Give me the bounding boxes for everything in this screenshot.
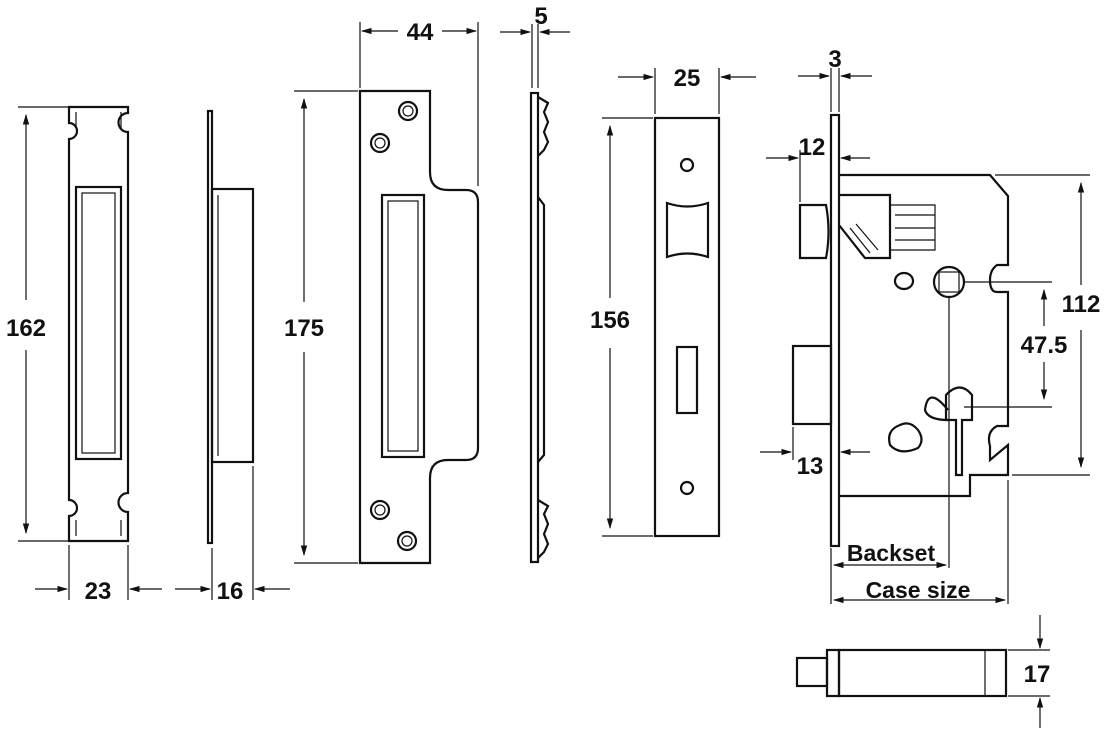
case-height-dimension: 112 <box>995 174 1101 476</box>
strike-width-label: 44 <box>407 19 434 46</box>
faceplate-width-label: 25 <box>674 65 701 92</box>
case-size-label: Case size <box>866 577 971 603</box>
faceplate-width-dimension: 25 <box>618 65 756 114</box>
keep-width-dimension: 23 <box>35 545 162 605</box>
centres-dimension: 47.5 <box>964 281 1068 408</box>
bolt-diameter-dimension: 17 <box>1008 615 1050 728</box>
screw-hole-icon <box>369 100 419 552</box>
bolt-projection-label: 13 <box>797 453 824 480</box>
strike-plate-side-view <box>529 91 550 564</box>
strike-height-label: 175 <box>284 315 324 342</box>
lock-body-side-view <box>791 113 1010 548</box>
bolt-projection-dimension: 13 <box>760 427 870 480</box>
forend-thickness-label: 3 <box>828 46 841 73</box>
bolt-diameter-label: 17 <box>1024 661 1051 688</box>
case-height-label: 112 <box>1062 291 1101 318</box>
backset-dimension: Backset <box>830 297 950 604</box>
strike-side-dimension: 5 <box>500 3 570 88</box>
forend-thickness-dimension: 3 <box>798 46 872 112</box>
keep-width-label: 23 <box>85 578 112 605</box>
keep-depth-dimension: 16 <box>175 466 290 605</box>
box-keep-front-view <box>67 105 130 543</box>
latch-projection-label: 12 <box>799 134 826 161</box>
strike-width-dimension: 44 <box>359 19 479 186</box>
keep-height-dimension: 162 <box>6 106 68 542</box>
strike-height-dimension: 175 <box>284 90 358 564</box>
strike-plate-front-view <box>358 89 480 565</box>
faceplate-height-label: 156 <box>590 307 630 334</box>
latch-projection-dimension: 12 <box>766 134 870 202</box>
centres-label: 47.5 <box>1021 332 1068 359</box>
box-keep-side-view <box>206 109 255 545</box>
keep-height-label: 162 <box>6 315 46 342</box>
keep-depth-label: 16 <box>217 578 244 605</box>
faceplate-front-view <box>653 116 721 538</box>
faceplate-height-dimension: 156 <box>590 117 653 537</box>
backset-label: Backset <box>847 540 936 566</box>
bolt-side-view <box>795 648 1008 698</box>
case-size-dimension: Case size <box>832 480 1009 604</box>
strike-side-label: 5 <box>534 3 547 30</box>
